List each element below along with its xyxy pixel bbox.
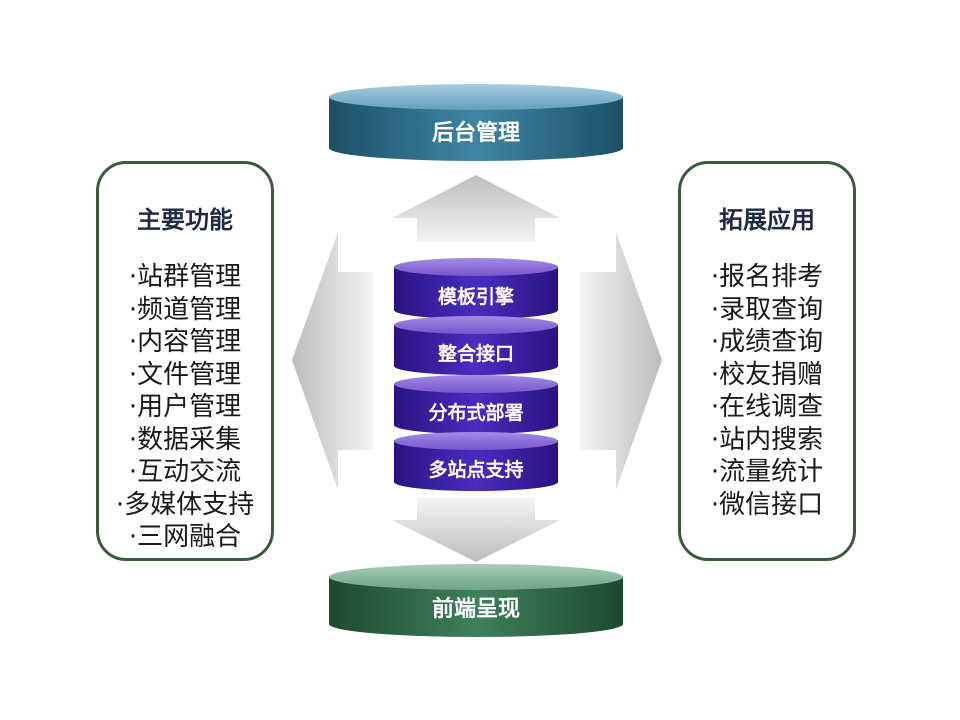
list-item: 录取查询 bbox=[681, 294, 853, 327]
bottom-cylinder-label: 前端呈现 bbox=[432, 596, 520, 622]
list-item: 站群管理 bbox=[99, 261, 271, 294]
right-arrow bbox=[580, 232, 662, 490]
list-item: 内容管理 bbox=[99, 326, 271, 359]
stack-label-multi-site-support: 多站点支持 bbox=[428, 458, 523, 481]
list-item: 微信接口 bbox=[681, 489, 853, 522]
list-item: 报名排考 bbox=[681, 261, 853, 294]
list-item: 站内搜索 bbox=[681, 424, 853, 457]
list-item: 互动交流 bbox=[99, 456, 271, 489]
stack-label-distributed-deployment: 分布式部署 bbox=[428, 401, 523, 424]
right-panel-title: 拓展应用 bbox=[719, 206, 815, 234]
up-arrow bbox=[392, 175, 560, 242]
top-cylinder-label: 后台管理 bbox=[432, 120, 520, 146]
left-panel-list: 站群管理 频道管理 内容管理 文件管理 用户管理 数据采集 互动交流 多媒体支持… bbox=[99, 261, 271, 554]
bottom-cylinder: 前端呈现 bbox=[329, 564, 623, 637]
left-arrow bbox=[292, 232, 374, 490]
list-item: 校友捐赠 bbox=[681, 359, 853, 392]
right-panel-list: 报名排考 录取查询 成绩查询 校友捐赠 在线调查 站内搜索 流量统计 微信接口 bbox=[681, 261, 853, 521]
list-item: 数据采集 bbox=[99, 424, 271, 457]
stack-label-template-engine: 模板引擎 bbox=[438, 285, 514, 308]
down-arrow bbox=[392, 498, 560, 562]
list-item: 频道管理 bbox=[99, 294, 271, 327]
stack-label-integration-interface: 整合接口 bbox=[438, 342, 514, 365]
list-item: 流量统计 bbox=[681, 456, 853, 489]
list-item: 在线调查 bbox=[681, 391, 853, 424]
center-stack: 模板引擎 整合接口 分布式部署 多站点支持 bbox=[394, 258, 558, 491]
list-item: 多媒体支持 bbox=[99, 489, 271, 522]
list-item: 三网融合 bbox=[99, 521, 271, 554]
stack-disk: 模板引擎 bbox=[394, 258, 558, 319]
list-item: 成绩查询 bbox=[681, 326, 853, 359]
list-item: 用户管理 bbox=[99, 391, 271, 424]
left-panel-main-functions: 主要功能 站群管理 频道管理 内容管理 文件管理 用户管理 数据采集 互动交流 … bbox=[96, 161, 274, 561]
left-panel-title: 主要功能 bbox=[137, 206, 233, 234]
top-cylinder: 后台管理 bbox=[329, 84, 623, 161]
right-panel-extended-applications: 拓展应用 报名排考 录取查询 成绩查询 校友捐赠 在线调查 站内搜索 流量统计 … bbox=[678, 161, 856, 561]
stack-disk: 多站点支持 bbox=[394, 432, 558, 491]
stack-disk: 整合接口 bbox=[394, 316, 558, 375]
list-item: 文件管理 bbox=[99, 359, 271, 392]
stack-disk: 分布式部署 bbox=[394, 375, 558, 434]
